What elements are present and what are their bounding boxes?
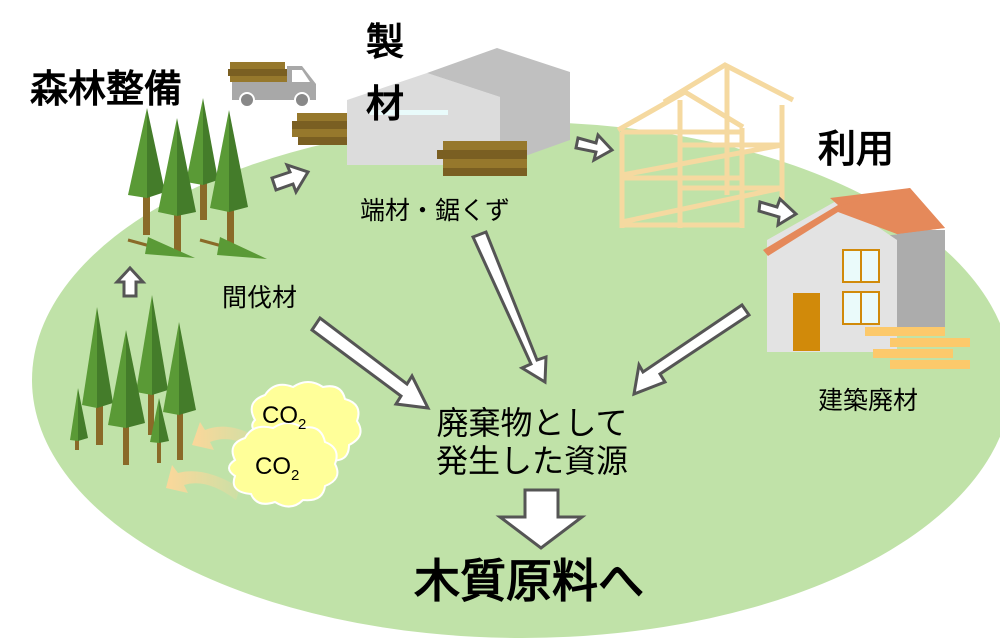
label-waste-resource: 廃棄物として 発生した資源: [436, 404, 628, 481]
label-to-wood-material: 木質原料へ: [414, 554, 644, 608]
arrow-offcuts-to-center: [470, 230, 548, 385]
lumber-stack-icon: [292, 113, 347, 145]
co2-cloud-bottom: [228, 422, 339, 508]
label-waste-resource-line2: 発生した資源: [436, 442, 629, 481]
house-icon: [763, 188, 970, 369]
arrow-mill-to-frame: [574, 131, 615, 163]
arrow-forest-to-mill: [270, 162, 311, 196]
arrow-waste-to-center: [632, 302, 752, 397]
co2-label-bottom: CO2: [255, 453, 300, 484]
label-waste-resource-line1: 廃棄物として: [436, 404, 628, 442]
green-field: [32, 122, 1000, 638]
forest-trees-icon: [127, 98, 267, 259]
arrow-frame-to-house: [757, 196, 799, 228]
log-truck-icon: [228, 62, 316, 108]
label-forest-maintenance: 森林整備: [30, 67, 183, 111]
arrow-center-to-final: [495, 488, 587, 550]
label-construction-waste: 建築廃材: [818, 386, 919, 415]
arrow-young-to-forest: [113, 265, 147, 298]
label-offcuts-sawdust: 端材・鋸くず: [360, 196, 511, 225]
label-sawmill-line1: 製: [366, 20, 405, 64]
label-thinned-wood: 間伐材: [222, 283, 298, 312]
house-frame-icon: [616, 62, 795, 228]
label-use: 利用: [818, 127, 895, 171]
co2-absorption-arrows: [166, 422, 262, 500]
young-forest-icon: [70, 295, 196, 465]
label-sawmill-line2: 材: [366, 82, 405, 126]
co2-label-top: CO2: [262, 402, 307, 433]
arrow-thinned-to-center: [309, 315, 431, 410]
sawmill-building-icon: [347, 48, 570, 176]
